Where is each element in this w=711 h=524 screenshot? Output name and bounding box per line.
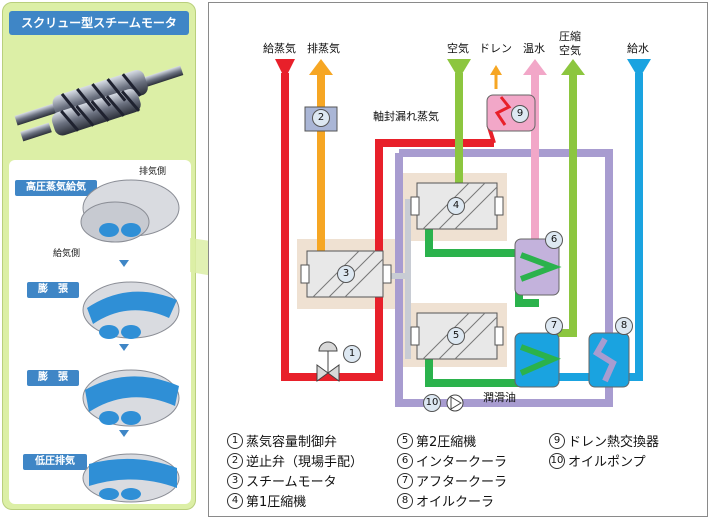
legend-number: 4 xyxy=(227,492,243,509)
rotor-phase-drawings xyxy=(80,179,180,503)
legend-label: アフタークーラ xyxy=(416,475,508,490)
equipment-number-9: 9 xyxy=(511,105,529,123)
gland-leak-steam-label: 軸封漏れ蒸気 xyxy=(373,110,439,123)
phase-arrow xyxy=(119,430,129,437)
drain-label: ドレン xyxy=(479,42,512,55)
phase-arrow xyxy=(119,344,129,351)
equipment-number-7: 7 xyxy=(545,317,563,335)
legend-label: ドレン熱交換器 xyxy=(568,435,660,450)
legend-number: 3 xyxy=(227,472,243,489)
rotor-phase-4 xyxy=(82,453,180,503)
rotor-phase-3 xyxy=(82,369,180,427)
compressed-air-label-line1: 圧縮 xyxy=(559,30,581,43)
equipment-number-3: 3 xyxy=(337,265,355,283)
expansion-phase-panel: 高圧蒸気給気 排気側 給気側 膨 張 膨 張 低圧排気 xyxy=(9,160,191,504)
equipment-number-8: 8 xyxy=(615,317,633,335)
legend-number: 8 xyxy=(397,492,413,509)
rotor-phase-1 xyxy=(80,179,180,243)
legend-number: 7 xyxy=(397,472,413,489)
phase-arrow xyxy=(119,260,129,267)
legend-label: オイルポンプ xyxy=(568,455,646,470)
flow-diagram-panel: 給蒸気 排蒸気 空気 ドレン 温水 圧縮 空気 給水 軸封漏れ蒸気 潤滑油 1 … xyxy=(208,2,708,517)
compressed-air-label-line2: 空気 xyxy=(559,44,581,57)
legend-label: 逆止弁（現場手配） xyxy=(246,455,364,470)
rotor-phase-2 xyxy=(82,281,180,339)
phase-label-low-pressure-exhaust: 低圧排気 xyxy=(23,454,87,470)
phase-label-expansion-2: 膨 張 xyxy=(27,370,79,386)
feed-water-label: 給水 xyxy=(627,42,649,55)
legend-number: 1 xyxy=(227,432,243,449)
legend-label: 第2圧縮機 xyxy=(416,435,477,450)
legend-number: 5 xyxy=(397,432,413,449)
phase-label-expansion-1: 膨 張 xyxy=(27,282,79,298)
air-label: 空気 xyxy=(447,42,469,55)
equipment-number-1: 1 xyxy=(343,345,361,363)
equipment-number-10: 10 xyxy=(423,394,441,412)
hot-water-label: 温水 xyxy=(523,42,545,55)
equipment-number-5: 5 xyxy=(447,327,465,345)
screw-motor-panel: スクリュー型スチームモータ 高圧蒸気給気 xyxy=(2,2,196,510)
equipment-number-4: 4 xyxy=(447,197,465,215)
equipment-number-6: 6 xyxy=(545,231,563,249)
legend-number: 6 xyxy=(397,452,413,469)
screw-rotor-illustration xyxy=(14,65,184,142)
equipment-number-2: 2 xyxy=(312,109,330,127)
exhaust-side-label: 排気側 xyxy=(139,167,167,177)
legend-number: 10 xyxy=(549,452,565,469)
legend-label: インタークーラ xyxy=(416,455,508,470)
legend-label: 第1圧縮機 xyxy=(246,495,307,510)
legend-label: オイルクーラ xyxy=(416,495,495,510)
panel-title: スクリュー型スチームモータ xyxy=(9,11,189,35)
lube-oil-label: 潤滑油 xyxy=(483,391,516,404)
legend-number: 2 xyxy=(227,452,243,469)
phase-label-high-pressure-intake: 高圧蒸気給気 xyxy=(15,180,97,196)
legend-label: スチームモータ xyxy=(246,475,337,490)
intake-side-label: 給気側 xyxy=(53,249,81,259)
exhaust-steam-label: 排蒸気 xyxy=(307,42,340,55)
legend-label: 蒸気容量制御弁 xyxy=(246,435,338,450)
legend-number: 9 xyxy=(549,432,565,449)
supply-steam-label: 給蒸気 xyxy=(263,42,296,55)
